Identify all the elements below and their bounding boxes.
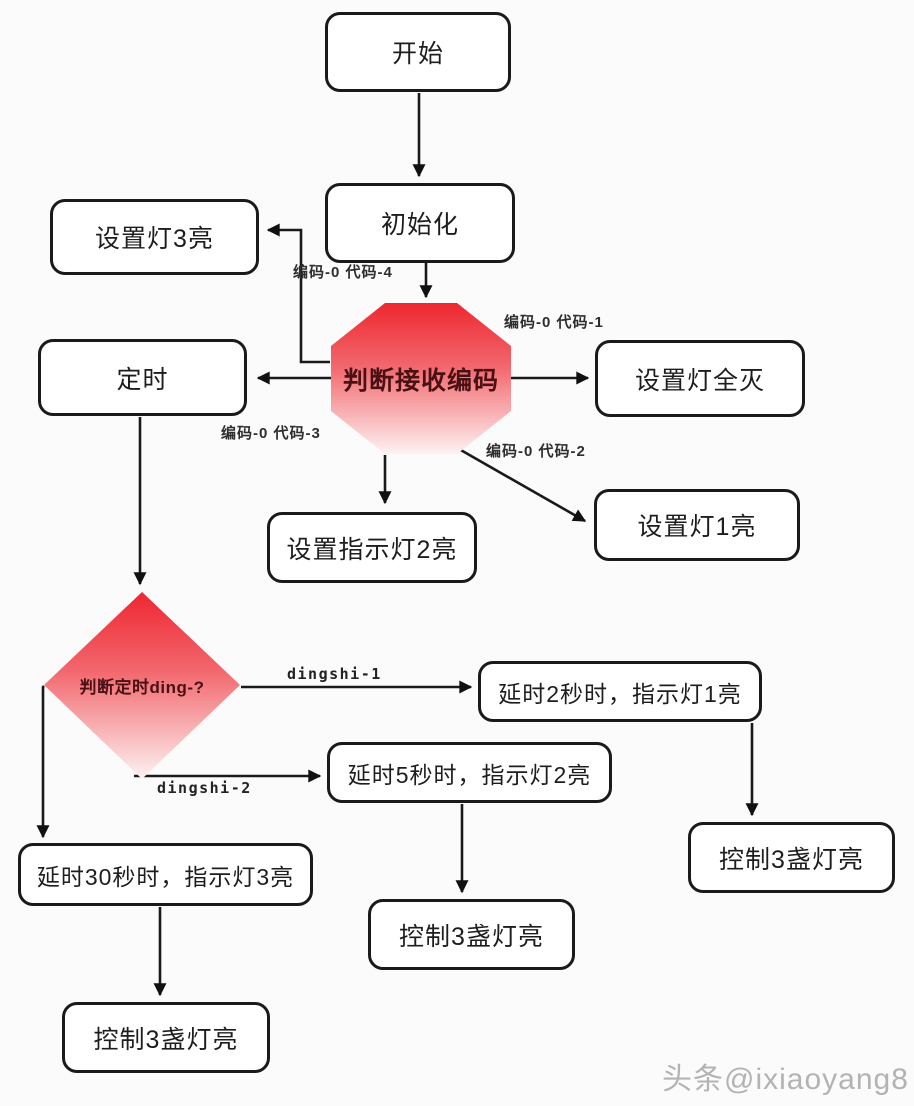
node-indicator2: 设置指示灯2亮 [267,512,477,583]
judge-code-octagon [331,303,511,454]
edge-label-dingshi1: dingshi-1 [287,665,382,683]
node-start: 开始 [325,12,511,92]
node-all-off: 设置灯全灭 [595,340,805,417]
edge-label-code3: 编码-0 代码-3 [221,425,321,442]
node-timer: 定时 [38,339,247,416]
edge-label-code1: 编码-0 代码-1 [504,314,604,331]
node-init: 初始化 [325,183,515,263]
edge-label-code4: 编码-0 代码-4 [293,264,393,281]
node-set-light3: 设置灯3亮 [50,199,259,275]
node-control-left: 控制3盏灯亮 [62,1002,270,1073]
node-set-light1: 设置灯1亮 [594,489,800,561]
edge-judgecode-setlight3 [266,223,330,364]
judge-timer-diamond [44,592,240,779]
edge-judgecode-setlight1 [458,447,587,523]
node-control-right: 控制3盏灯亮 [688,822,895,893]
edge-judgetimer-delay30 [36,685,50,839]
judge-code-label: 判断接收编码 [342,366,499,395]
node-delay5: 延时5秒时，指示灯2亮 [327,742,612,803]
node-delay30: 延时30秒时，指示灯3亮 [18,843,313,906]
edge-label-dingshi2: dingshi-2 [157,779,252,797]
watermark-toutiao: 头条@ixiaoyang8 [662,1063,909,1096]
node-control-mid: 控制3盏灯亮 [368,899,575,970]
judge-timer-label: 判断定时ding-? [79,678,205,697]
edge-label-code2: 编码-0 代码-2 [486,443,586,460]
node-delay2: 延时2秒时，指示灯1亮 [478,661,762,722]
